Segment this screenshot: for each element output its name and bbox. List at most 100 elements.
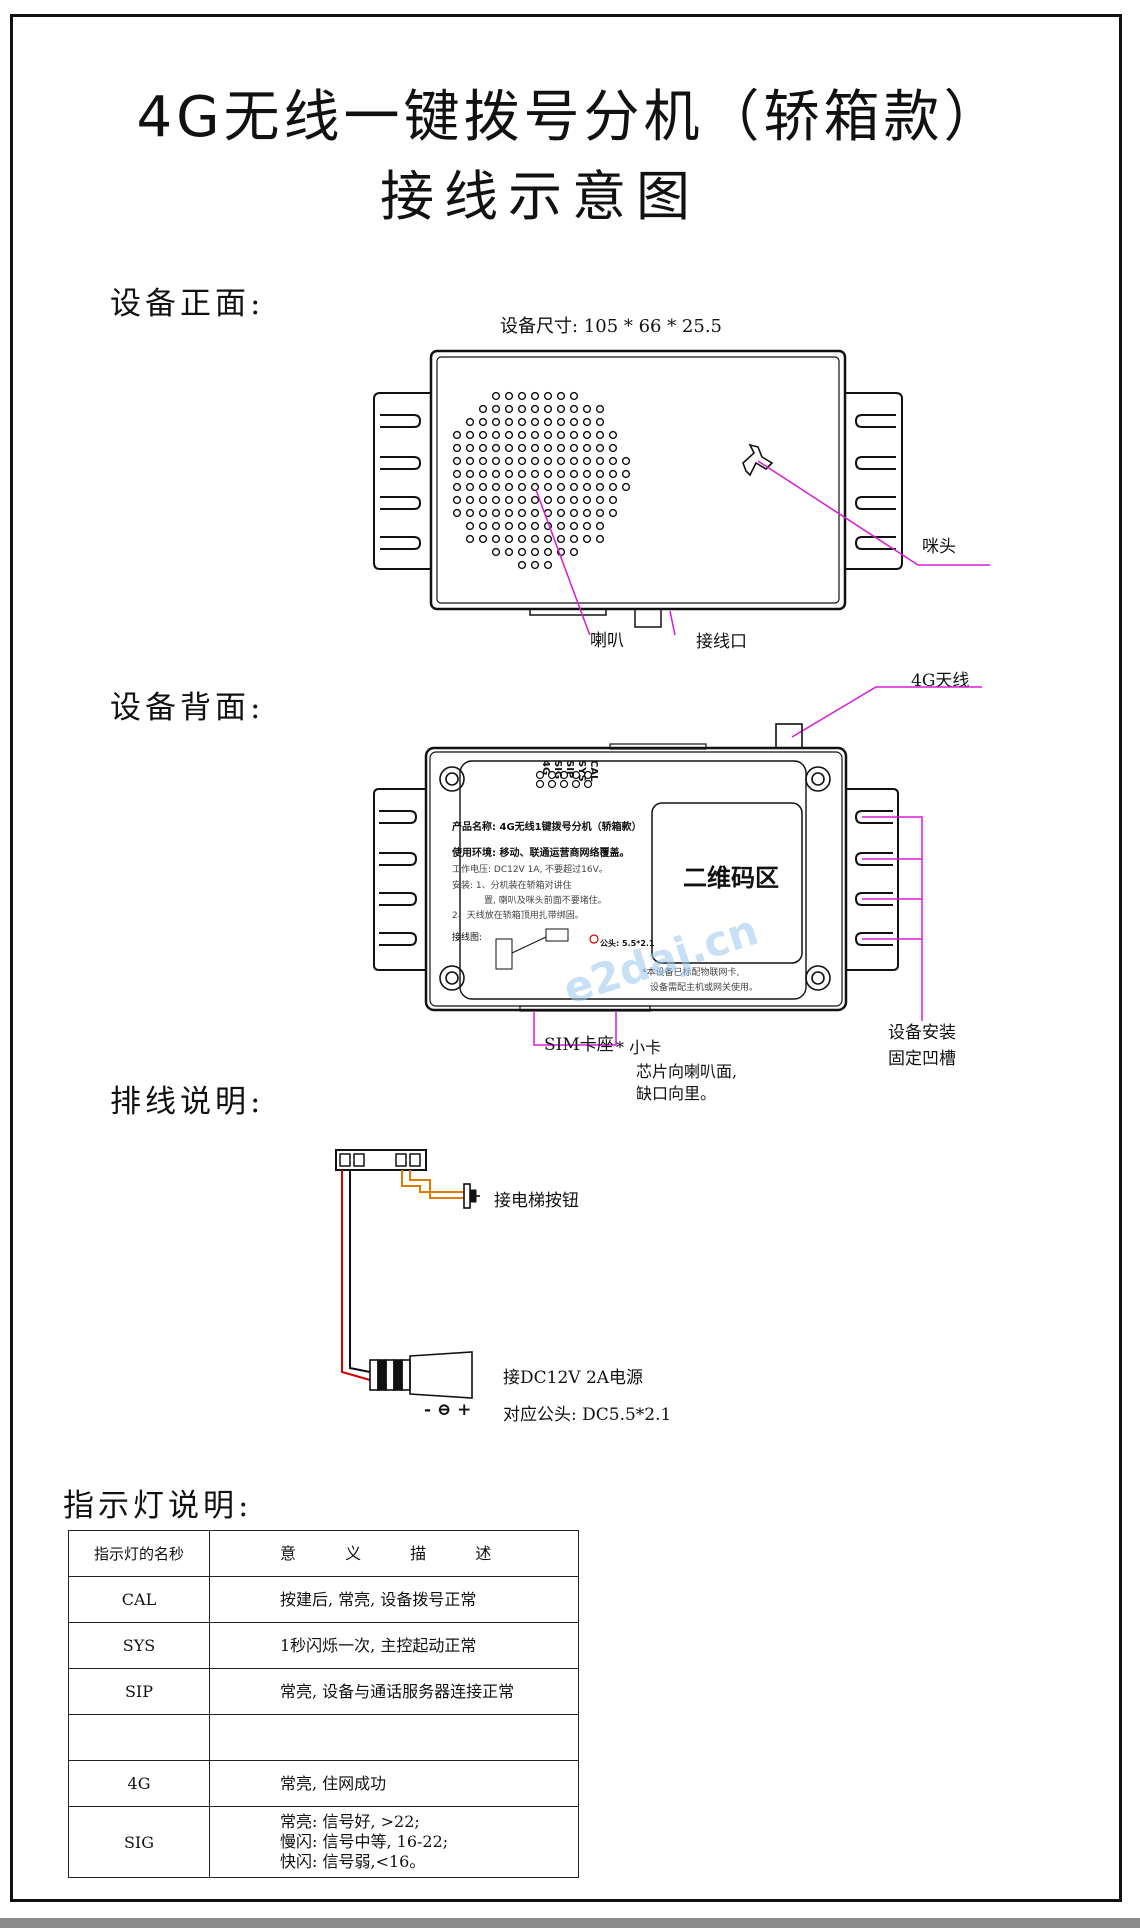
speaker-hole <box>478 482 488 492</box>
front-view-drawing <box>373 349 990 635</box>
speaker-hole <box>478 534 488 544</box>
speaker-hole <box>504 521 514 531</box>
speaker-hole <box>543 495 553 505</box>
speaker-hole <box>504 391 514 401</box>
speaker-hole <box>530 547 540 557</box>
speaker-hole <box>517 534 527 544</box>
speaker-hole <box>517 482 527 492</box>
speaker-hole <box>621 482 631 492</box>
mic-label: 咪头 <box>922 537 956 557</box>
table-header-row: 指示灯的名秒 意 义 描 述 <box>68 1530 579 1577</box>
speaker-hole <box>621 469 631 479</box>
antenna-stub <box>634 608 662 628</box>
mic-icon <box>742 443 774 477</box>
mount-leader <box>862 816 923 1021</box>
speaker-hole <box>504 547 514 557</box>
speaker-hole <box>530 534 540 544</box>
speaker-hole <box>504 469 514 479</box>
front-heading: 设备正面: <box>110 286 265 322</box>
speaker-hole <box>543 430 553 440</box>
antenna-label: 4G天线 <box>911 671 970 691</box>
speaker-hole <box>504 534 514 544</box>
sim-note-3: 缺口向里。 <box>636 1084 717 1103</box>
wiring-heading: 排线说明: <box>110 1084 265 1120</box>
speaker-hole <box>530 495 540 505</box>
button-contact <box>463 1183 471 1209</box>
polarity-symbol: - ⊖ + <box>424 1400 472 1420</box>
speaker-hole <box>452 482 462 492</box>
speaker-hole <box>452 430 462 440</box>
speaker-hole <box>491 534 501 544</box>
speaker-hole <box>491 482 501 492</box>
speaker-hole <box>543 469 553 479</box>
speaker-hole <box>517 404 527 414</box>
speaker-hole <box>608 495 618 505</box>
led-name: 4G <box>68 1760 210 1807</box>
led-label-sip: SIP <box>564 760 575 779</box>
led-name <box>68 1714 210 1761</box>
speaker-hole <box>491 404 501 414</box>
sim-note-1: * 小卡 <box>616 1038 662 1057</box>
led-table: 指示灯的名秒 意 义 描 述 CAL 按建后, 常亮, 设备拨号正常 SYS 1… <box>68 1530 579 1878</box>
speaker-hole <box>465 521 475 531</box>
speaker-hole <box>465 482 475 492</box>
front-body-outline <box>429 349 847 611</box>
speaker-hole <box>569 508 579 518</box>
speaker-hole <box>543 482 553 492</box>
speaker-hole <box>491 495 501 505</box>
led-holes <box>535 770 593 789</box>
speaker-hole <box>504 430 514 440</box>
led-desc-line: 慢闪: 信号中等, 16-22; <box>280 1832 449 1851</box>
mount-label-1: 设备安装 <box>888 1023 956 1043</box>
speaker-hole <box>530 391 540 401</box>
iot-card-note-2: 设备需配主机或网关使用。 <box>650 983 759 993</box>
qr-area <box>651 802 803 964</box>
led-desc: 常亮, 设备与通话服务器连接正常 <box>209 1668 579 1715</box>
product-name: 产品名称: 4G无线1键拨号分机（轿箱款） <box>452 822 642 833</box>
plug-polarity-label: 公头: 5.5*2.1 <box>600 939 655 948</box>
table-row <box>68 1714 579 1761</box>
speaker-hole <box>491 430 501 440</box>
antenna-leader <box>791 686 982 738</box>
front-body-inner <box>436 356 840 604</box>
speaker-hole <box>569 404 579 414</box>
speaker-hole <box>478 521 488 531</box>
led-desc-multi: 常亮: 信号好, >22; 慢闪: 信号中等, 16-22; 快闪: 信号弱,<… <box>209 1806 579 1878</box>
speaker-hole <box>556 534 566 544</box>
back-view-drawing <box>373 686 982 1046</box>
port-slot <box>529 608 607 616</box>
speaker-hole <box>504 417 514 427</box>
table-row: SYS 1秒闪烁一次, 主控起动正常 <box>68 1622 579 1669</box>
screw-icon <box>805 766 831 792</box>
speaker-hole <box>517 547 527 557</box>
speaker-hole <box>517 495 527 505</box>
title-line2: 接线示意图 <box>380 165 700 228</box>
speaker-hole <box>478 417 488 427</box>
back-right-tabs <box>846 788 899 971</box>
speaker-hole <box>582 404 592 414</box>
speaker-grille <box>452 391 631 570</box>
led-desc: 按建后, 常亮, 设备拨号正常 <box>209 1576 579 1623</box>
speaker-hole <box>595 404 605 414</box>
front-dimensions: 设备尺寸: 105 * 66 * 25.5 <box>500 316 723 337</box>
label-area <box>459 760 807 1000</box>
speaker-hole <box>582 443 592 453</box>
table-row: SIG 常亮: 信号好, >22; 慢闪: 信号中等, 16-22; 快闪: 信… <box>68 1806 579 1878</box>
speaker-hole <box>517 417 527 427</box>
sim-slot <box>519 1005 651 1012</box>
speaker-hole <box>530 560 540 570</box>
speaker-hole <box>517 469 527 479</box>
led-name: SIP <box>68 1668 210 1715</box>
speaker-hole <box>582 430 592 440</box>
speaker-hole <box>595 456 605 466</box>
port-leader <box>669 610 676 635</box>
speaker-hole <box>491 417 501 427</box>
speaker-hole <box>504 443 514 453</box>
install-note-1: 安装: 1、分机装在轿箱对讲住 <box>452 881 572 891</box>
qr-label: 二维码区 <box>683 864 779 892</box>
table-header-name: 指示灯的名秒 <box>68 1530 210 1577</box>
speaker-leader <box>535 489 591 635</box>
speaker-hole <box>556 508 566 518</box>
screw-icon <box>439 766 465 792</box>
speaker-hole <box>556 456 566 466</box>
